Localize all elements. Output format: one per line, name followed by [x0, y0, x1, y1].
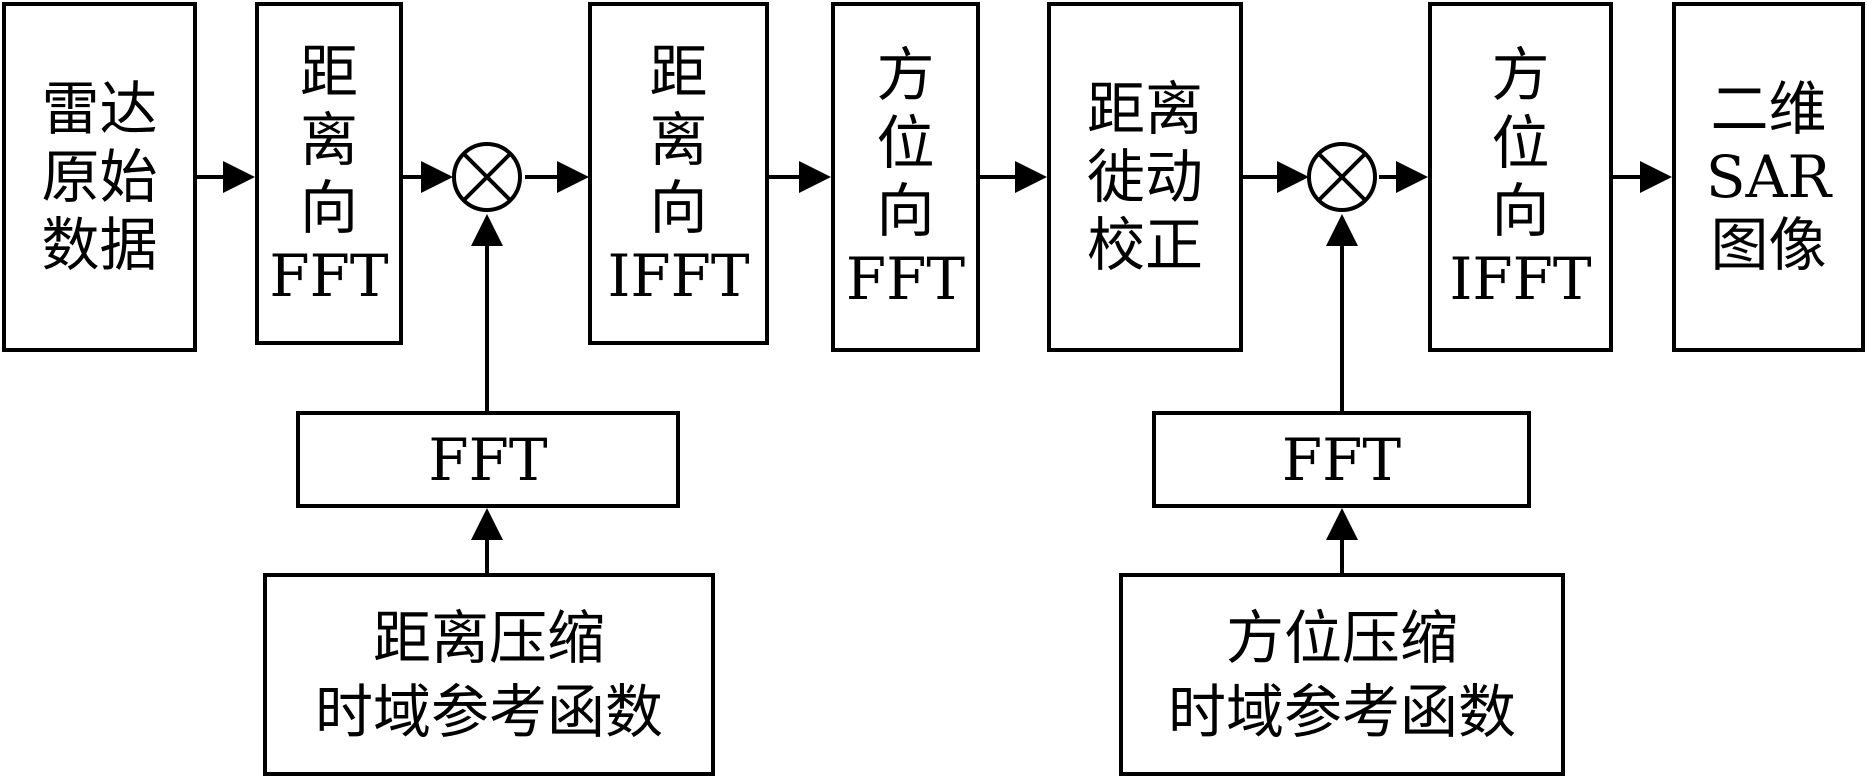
rcmc-line-2: 徙动 — [1086, 143, 1203, 211]
range-ref-line-1: 距离压缩 — [372, 603, 605, 672]
azimuth-ifft-line-2: 位 — [1491, 109, 1550, 177]
range-ref-fft-box: FFT — [296, 411, 680, 508]
sar-image-line-3: 图像 — [1710, 211, 1827, 279]
raw-data-line-1: 雷达 — [41, 75, 158, 143]
azimuth-ref-fft-label: FFT — [1281, 425, 1402, 494]
azimuth-ifft-line-3: 向 — [1491, 177, 1550, 245]
range-ifft-box: 距 离 向 IFFT — [588, 2, 769, 345]
range-reference-function-box: 距离压缩 时域参考函数 — [263, 573, 715, 776]
rcmc-line-3: 校正 — [1086, 211, 1203, 279]
range-ifft-line-3: 向 — [649, 173, 708, 242]
range-fft-line-2: 离 — [299, 105, 358, 174]
azimuth-fft-box: 方 位 向 FFT — [831, 2, 980, 352]
rcmc-line-1: 距离 — [1086, 75, 1203, 143]
azimuth-ifft-box: 方 位 向 IFFT — [1428, 2, 1613, 352]
azimuth-ref-line-2: 时域参考函数 — [1167, 677, 1516, 746]
range-ifft-line-4: IFFT — [607, 241, 750, 310]
sar-image-line-2: SAR — [1705, 143, 1832, 211]
range-fft-box: 距 离 向 FFT — [255, 2, 403, 345]
raw-data-line-2: 原始 — [41, 143, 158, 211]
range-ref-line-2: 时域参考函数 — [314, 677, 663, 746]
azimuth-ifft-line-1: 方 — [1491, 41, 1550, 109]
rcmc-box: 距离 徙动 校正 — [1047, 2, 1243, 352]
range-multiplier-icon — [452, 142, 522, 212]
range-ref-fft-label: FFT — [428, 425, 548, 494]
azimuth-fft-line-3: 向 — [876, 177, 935, 245]
sar-image-box: 二维 SAR 图像 — [1672, 2, 1865, 352]
range-fft-line-3: 向 — [299, 173, 358, 242]
raw-data-box: 雷达 原始 数据 — [2, 2, 197, 352]
azimuth-ref-line-1: 方位压缩 — [1225, 603, 1458, 672]
azimuth-ifft-line-4: IFFT — [1449, 245, 1592, 313]
raw-data-line-3: 数据 — [41, 211, 158, 279]
range-ifft-line-2: 离 — [649, 105, 708, 174]
azimuth-ref-fft-box: FFT — [1152, 411, 1531, 508]
range-fft-line-1: 距 — [299, 37, 358, 106]
azimuth-fft-line-2: 位 — [876, 109, 935, 177]
range-fft-line-4: FFT — [269, 241, 389, 310]
azimuth-fft-line-1: 方 — [876, 41, 935, 109]
azimuth-fft-line-4: FFT — [845, 245, 966, 313]
azimuth-multiplier-icon — [1307, 142, 1377, 212]
azimuth-reference-function-box: 方位压缩 时域参考函数 — [1119, 573, 1565, 776]
range-ifft-line-1: 距 — [649, 37, 708, 106]
sar-image-line-1: 二维 — [1710, 75, 1827, 143]
